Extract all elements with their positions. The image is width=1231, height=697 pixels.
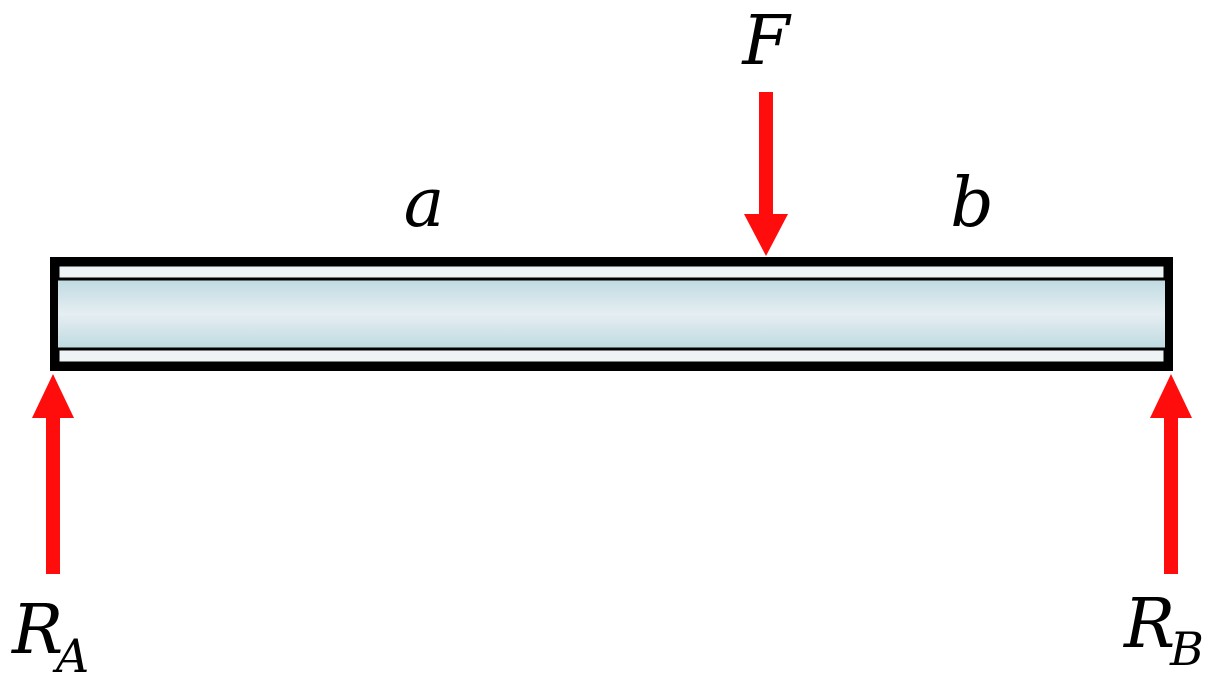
reaction-a-subscript: A — [52, 629, 89, 683]
beam-top-flange — [56, 263, 1167, 281]
segment-a-label: a — [404, 164, 445, 243]
segment-b-label: b — [950, 164, 994, 243]
beam — [50, 257, 1173, 371]
reaction-b-label: R B — [1122, 585, 1204, 676]
beam-bottom-flange — [56, 347, 1167, 365]
force-arrow — [744, 92, 788, 256]
reaction-b-arrow — [1150, 374, 1192, 574]
reaction-a-label: R A — [10, 591, 89, 683]
reaction-a-main: R — [10, 591, 63, 670]
reaction-a-arrow — [32, 374, 74, 574]
reaction-b-subscript: B — [1169, 622, 1204, 676]
force-label: F — [740, 2, 792, 81]
reaction-b-main: R — [1122, 585, 1175, 664]
